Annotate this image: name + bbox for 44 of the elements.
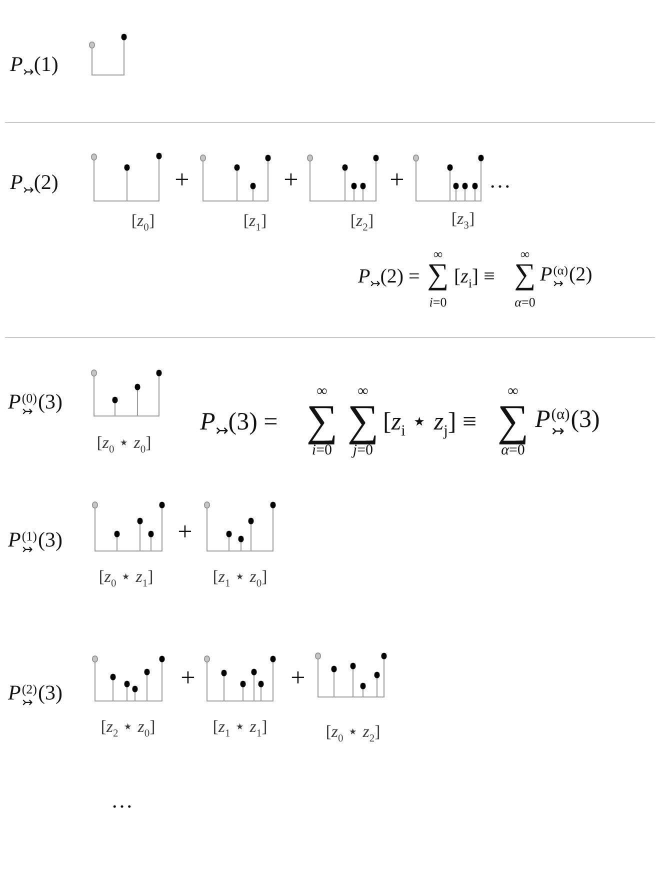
equation-text: P$_{↣}$(2) =	[358, 266, 420, 288]
equation-text: [z$_{i}$] ≡	[454, 266, 495, 288]
summation-limit: α=0	[501, 444, 525, 458]
plus-sign: +	[174, 165, 190, 195]
term-label: [z$_{0}$ ⋆ z$_{1}$]	[98, 567, 154, 587]
equation-text: P$^{(α)}$$_{↣}$(2)	[540, 264, 592, 290]
term-label: [z$_{1}$ ⋆ z$_{0}$]	[212, 567, 268, 587]
function-label: P$^{(0)}$$_{↣}$(3)	[8, 390, 63, 418]
function-label: P$^{(2)}$$_{↣}$(3)	[8, 680, 63, 710]
term-label: [z$_{3}$]	[451, 209, 475, 229]
term-label: [z$_{1}$]	[243, 211, 267, 231]
summation-limit: ∞	[358, 384, 368, 400]
function-label: P$^{(1)}$$_{↣}$(3)	[8, 528, 63, 556]
term-label: [z$_{0}$ ⋆ z$_{2}$]	[326, 722, 380, 742]
term-label: [z$_{2}$ ⋆ z$_{0}$]	[100, 717, 156, 737]
equation-text: P$_{↣}$(3) =	[200, 408, 278, 438]
equation-text: [z$_{i}$ ⋆ z$_{j}$] ≡	[383, 408, 477, 438]
plus-sign: +	[180, 663, 196, 693]
summation-limit: i=0	[312, 444, 332, 458]
ellipsis: …	[111, 787, 133, 813]
summation-sign: ∑	[347, 400, 379, 442]
plus-sign: +	[178, 517, 192, 547]
term-label: [z$_{0}$]	[131, 211, 155, 231]
equation-text: P$^{(α)}$$_{↣}$(3)	[535, 406, 600, 440]
plus-sign: +	[284, 165, 298, 195]
summation-limit: ∞	[520, 248, 530, 260]
summation-limit: i=0	[429, 296, 447, 308]
term-label: [z$_{0}$ ⋆ z$_{0}$]	[96, 433, 152, 453]
function-label: P$_{↣}$(1)	[10, 52, 58, 76]
summation-sign: ∑	[514, 260, 536, 290]
summation-limit: ∞	[508, 384, 518, 400]
summation-limit: ∞	[433, 248, 443, 260]
summation-sign: ∑	[497, 400, 529, 442]
summation-limit: j=0	[352, 444, 374, 458]
term-label: [z$_{1}$ ⋆ z$_{1}$]	[212, 717, 268, 737]
summation-limit: α=0	[514, 296, 536, 308]
plus-sign: +	[390, 165, 404, 195]
summation-sign: ∑	[306, 400, 338, 442]
ellipsis: …	[489, 167, 511, 193]
summation-limit: ∞	[316, 384, 328, 400]
function-label: P$_{↣}$(2)	[10, 170, 58, 194]
summation-sign: ∑	[427, 260, 449, 290]
term-label: [z$_{2}$]	[350, 211, 374, 231]
plus-sign: +	[290, 663, 306, 693]
